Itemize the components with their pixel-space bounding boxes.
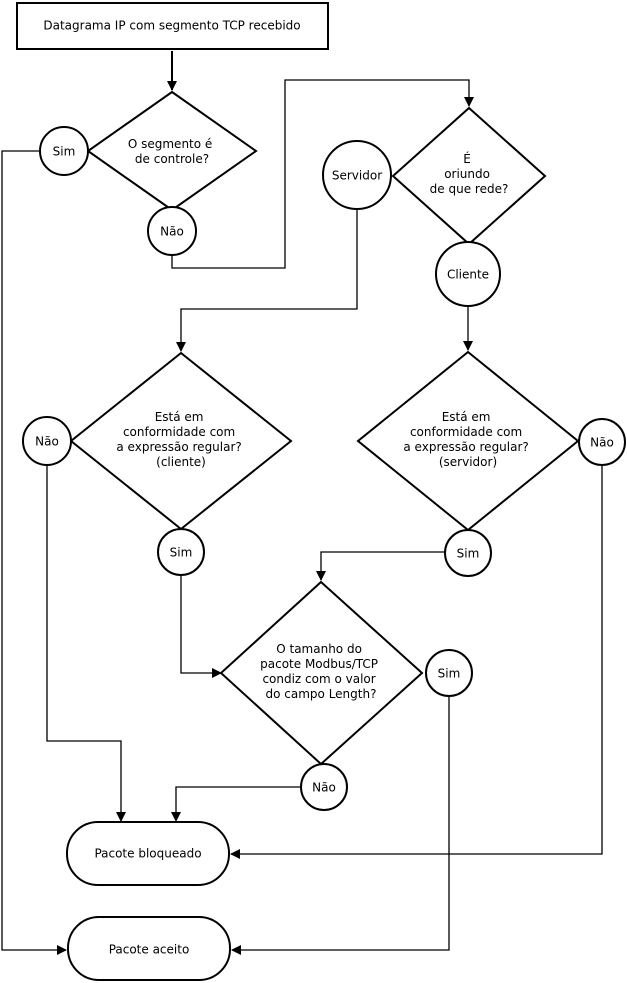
decision-control-no: Não <box>147 206 197 256</box>
decision-server-regex-no-label: Não <box>590 436 614 450</box>
decision-server-regex-yes: Sim <box>444 529 492 577</box>
edge-length-yes-to-accepted <box>231 696 450 955</box>
terminal-blocked: Pacote bloqueado <box>66 821 230 886</box>
decision-client-regex-yes-label: Sim <box>170 546 193 560</box>
decision-server-regex: Está em conformidade com a expressão reg… <box>356 350 580 532</box>
decision-client-regex-label: Está em conformidade com a expressão reg… <box>116 410 245 469</box>
decision-client-regex-no: Não <box>22 416 72 466</box>
decision-client-regex-no-label: Não <box>35 435 59 449</box>
decision-control-segment-label: O segmento é de controle? <box>128 137 216 166</box>
decision-control-segment: O segmento é de controle? <box>86 90 258 212</box>
decision-client-regex-yes: Sim <box>157 528 205 576</box>
decision-length-no: Não <box>300 763 348 811</box>
edge-server-to-decision3 <box>176 199 358 352</box>
decision-control-yes-label: Sim <box>53 145 76 159</box>
edge-client-regex-yes-to-decision5 <box>180 575 222 678</box>
terminal-accepted: Pacote aceito <box>67 916 231 981</box>
decision-origin-server-label: Servidor <box>332 169 382 183</box>
edges <box>1 51 603 955</box>
edge-control-yes-to-accepted <box>1 150 67 955</box>
start-node: Datagrama IP com segmento TCP recebido <box>16 2 329 50</box>
decision-length-no-label: Não <box>312 781 336 795</box>
decision-length: O tamanho do pacote Modbus/TCP condiz co… <box>219 580 424 766</box>
decision-length-yes: Sim <box>425 649 473 697</box>
decision-server-regex-no: Não <box>578 418 626 466</box>
decision-origin-client-label: Cliente <box>447 268 489 282</box>
decision-origin-network: É oriundo de que rede? <box>391 106 547 246</box>
start-label: Datagrama IP com segmento TCP recebido <box>43 19 300 33</box>
decision-length-label: O tamanho do pacote Modbus/TCP condiz co… <box>260 642 382 701</box>
decision-origin-client: Cliente <box>435 241 501 307</box>
edge-length-no-to-blocked <box>171 786 301 822</box>
decision-control-no-label: Não <box>160 225 184 239</box>
decision-server-regex-label: Está em conformidade com a expressão reg… <box>403 410 532 469</box>
edge-server-regex-yes-to-decision5 <box>316 551 445 581</box>
decision-client-regex: Está em conformidade com a expressão reg… <box>69 351 293 531</box>
decision-length-yes-label: Sim <box>438 667 461 681</box>
decision-server-regex-yes-label: Sim <box>457 547 480 561</box>
decision-origin-network-label: É oriundo de que rede? <box>430 151 509 196</box>
decision-control-yes: Sim <box>39 126 89 176</box>
terminal-accepted-label: Pacote aceito <box>109 943 190 957</box>
edge-control-no-to-decision2 <box>171 79 474 269</box>
edge-client-regex-no-to-blocked <box>46 465 126 822</box>
terminal-blocked-label: Pacote bloqueado <box>94 847 201 861</box>
decision-origin-server: Servidor <box>322 140 392 210</box>
edge-server-regex-no-to-blocked <box>230 465 603 859</box>
